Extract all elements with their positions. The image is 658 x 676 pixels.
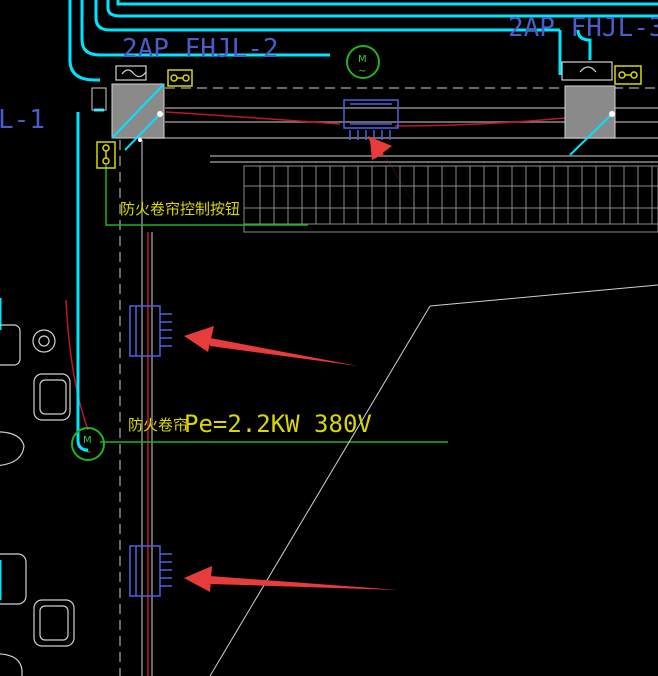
motor-top: M ~ bbox=[346, 45, 380, 79]
power-spec-label: Pe=2.2KW 380V bbox=[184, 410, 372, 438]
control-panel-3 bbox=[564, 85, 616, 156]
control-panel-2 bbox=[111, 83, 165, 151]
motor-symbol-text-2: M bbox=[83, 435, 92, 446]
yellow-button-3 bbox=[96, 141, 116, 169]
stair-ticks bbox=[259, 166, 653, 224]
boundary-lines bbox=[209, 284, 658, 676]
motor-bottom: M ~ bbox=[71, 427, 105, 461]
red-arrow-middle bbox=[184, 326, 358, 366]
corridor-lines bbox=[119, 87, 658, 676]
fire-shutter-bottom bbox=[129, 545, 172, 597]
cyan-conduit-bundle bbox=[68, 0, 658, 82]
motor-ac-text-2: ~ bbox=[83, 447, 91, 458]
small-box-left bbox=[91, 87, 107, 111]
switch-symbol-2 bbox=[115, 65, 147, 81]
fire-shutter-mid bbox=[129, 305, 172, 357]
red-arrow-bottom bbox=[184, 566, 398, 592]
panel-label-3: 2AP FHJL-3 bbox=[508, 13, 658, 43]
panel-label-1: L-1 bbox=[0, 105, 45, 135]
yellow-button-2 bbox=[614, 65, 642, 85]
motor-symbol-text: M bbox=[358, 54, 367, 65]
red-arrow-top bbox=[368, 136, 424, 220]
switch-symbol-3 bbox=[561, 61, 613, 81]
cyan-drops bbox=[0, 108, 104, 600]
fire-shutter-top bbox=[343, 99, 399, 140]
fire-shutter-label: 防火卷帘 bbox=[128, 416, 188, 434]
control-button-label: 防火卷帘控制按钮 bbox=[120, 200, 240, 218]
yellow-button-1 bbox=[167, 69, 193, 87]
green-wires bbox=[100, 165, 448, 443]
furniture-left bbox=[0, 324, 75, 676]
stair-grating bbox=[243, 165, 658, 233]
panel-label-2: 2AP FHJL-2 bbox=[122, 34, 279, 64]
motor-ac-text: ~ bbox=[358, 66, 366, 77]
